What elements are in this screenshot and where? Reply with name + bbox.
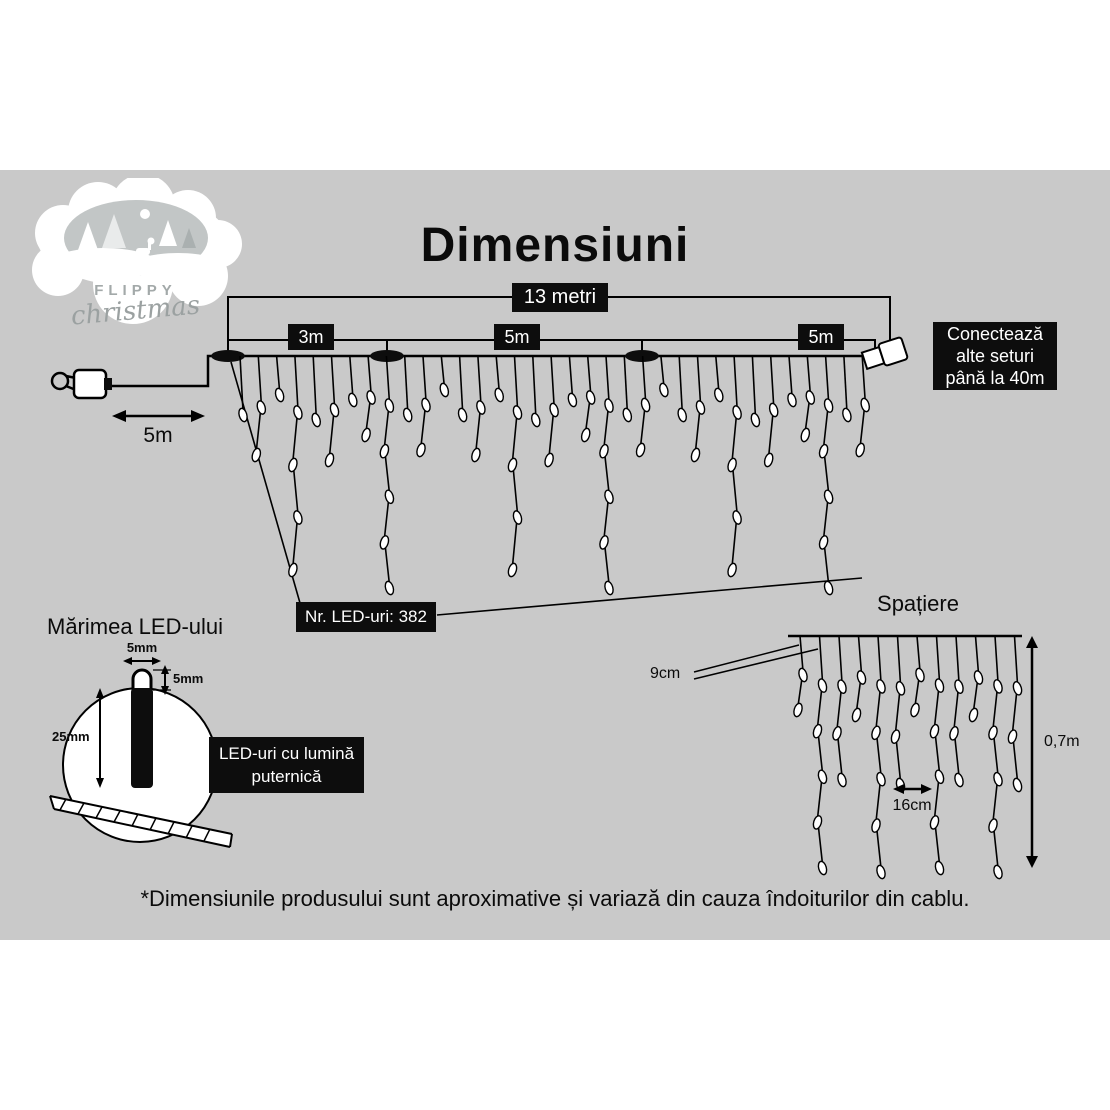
- connector-note-line: Conectează: [946, 324, 1044, 344]
- curtain-height-arrow: [1026, 636, 1038, 868]
- curtain-height-label: 0,7m: [1044, 733, 1080, 750]
- twisted-wire: [49, 795, 233, 848]
- lead-length-label: 5m: [143, 424, 173, 447]
- end-connector-icon: [860, 336, 909, 371]
- led-count-label: Nr. LED-uri: 382: [296, 602, 436, 632]
- bulb-gap-arrow: [893, 784, 932, 794]
- led-body-length-label: 25mm: [52, 729, 90, 744]
- led-brightness-note-line: LED-uri cu lumină: [218, 744, 355, 763]
- led-bulb-drawing: [131, 668, 153, 788]
- brand-logo: FLIPPY christmas: [18, 178, 253, 346]
- segment-label-1: 3m: [288, 324, 334, 350]
- led-brightness-note-box: LED-uri cu lumină puternică: [209, 737, 364, 793]
- logo-brand-name: FLIPPY: [94, 282, 177, 299]
- segment-label-2: 5m: [494, 324, 540, 350]
- power-plug-icon: [50, 368, 112, 400]
- deer-silhouette: [136, 237, 155, 262]
- logo-cloud-art: [32, 178, 242, 324]
- led-width-label: 5mm: [126, 640, 158, 655]
- led-cap-height-arrow: [153, 665, 171, 695]
- connector-note-box: Conectează alte seturi până la 40m: [933, 322, 1057, 390]
- page-title: Dimensiuni: [420, 219, 690, 272]
- drop-gap-pointer-lines: [693, 644, 819, 680]
- lead-wire: [108, 354, 228, 388]
- led-brightness-note-line: puternică: [251, 767, 322, 786]
- total-length-label: 13 metri: [512, 283, 608, 312]
- led-cap-height-label: 5mm: [173, 671, 204, 686]
- bulb-gap-label: 16cm: [892, 797, 932, 814]
- led-width-arrow: [123, 657, 161, 665]
- led-count-pointer-lines: [230, 361, 863, 616]
- connector-note-line: până la 40m: [945, 368, 1045, 388]
- led-size-title: Mărimea LED-ului: [47, 614, 224, 639]
- lead-length-arrow: [112, 410, 205, 422]
- icicle-lights-main: [238, 355, 871, 596]
- segment-label-3: 5m: [798, 324, 844, 350]
- spacing-title: Spațiere: [877, 591, 959, 616]
- drop-gap-label: 9cm: [650, 665, 681, 682]
- icicle-lights-spacing: [793, 635, 1023, 880]
- footnote: *Dimensiunile produsului sunt aproximati…: [140, 886, 970, 911]
- connector-note-line: alte seturi: [955, 346, 1035, 366]
- led-body-length-arrow: [96, 688, 104, 788]
